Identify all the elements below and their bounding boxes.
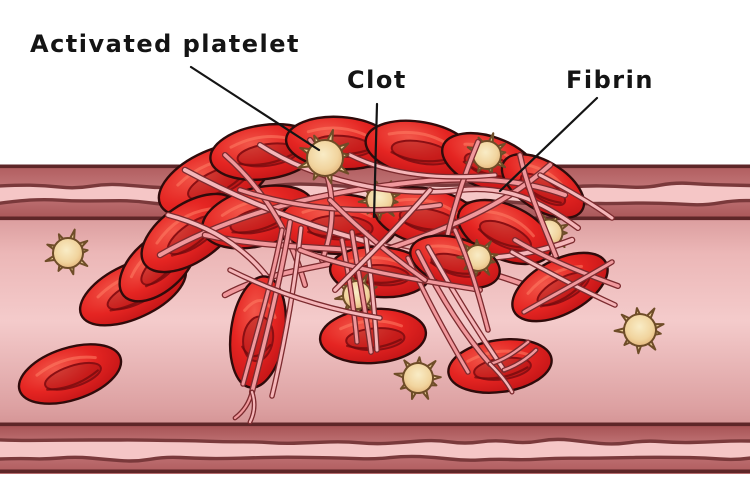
fibrin-strand: [240, 227, 285, 387]
platelet-spikes: [297, 129, 350, 185]
fibrin-strand: [487, 361, 515, 395]
fibrin-strand: [537, 172, 615, 221]
fibrin-strand: [425, 244, 507, 373]
fibrin-strand: [327, 197, 428, 283]
fibrin-strand: [248, 218, 294, 396]
blood-clot: [118, 115, 621, 425]
vessel-wall-bottom: [0, 422, 750, 474]
wall-border-line: [0, 469, 750, 474]
fibrin-strand: [512, 237, 621, 289]
fibrin-strand: [269, 225, 304, 399]
fibrin-strand: [339, 237, 360, 345]
fibrin-strand: [256, 141, 582, 232]
fibrin-strand: [297, 247, 483, 293]
wall-wavy-line: [0, 454, 750, 463]
fibrin-strand: [487, 339, 531, 367]
wall-border-line: [0, 422, 750, 427]
fibrin-strand: [247, 389, 257, 425]
label-activated-platelet: Activated platelet: [30, 30, 300, 58]
platelet: [465, 132, 507, 176]
wall-elastic-layer: [0, 439, 750, 461]
fibrin-strand: [347, 152, 498, 180]
leader-fibrin: [498, 96, 599, 193]
fibrin-strand: [509, 249, 618, 308]
platelet-spikes: [44, 228, 89, 276]
fibrin-strand: [414, 248, 494, 368]
fibrin-strand: [516, 151, 562, 266]
label-leader-lines: [189, 65, 599, 219]
platelet: [393, 356, 442, 401]
platelet: [44, 228, 89, 276]
fibrin-strand: [332, 187, 433, 293]
fibrin-strand: [501, 347, 539, 373]
red-blood-cell: [17, 343, 123, 405]
leader-clot: [372, 102, 379, 219]
fibrin-strand: [363, 235, 380, 353]
label-fibrin: Fibrin: [566, 66, 654, 94]
fibrin-strand: [349, 229, 374, 355]
label-clot: Clot: [347, 66, 407, 94]
platelet: [613, 307, 665, 355]
leader-activated-platelet: [189, 65, 321, 152]
fibrin-strand: [227, 267, 383, 321]
fibrin-strand: [452, 227, 491, 333]
fibrin-strand: [521, 259, 615, 315]
wall-wavy-line: [0, 437, 750, 446]
